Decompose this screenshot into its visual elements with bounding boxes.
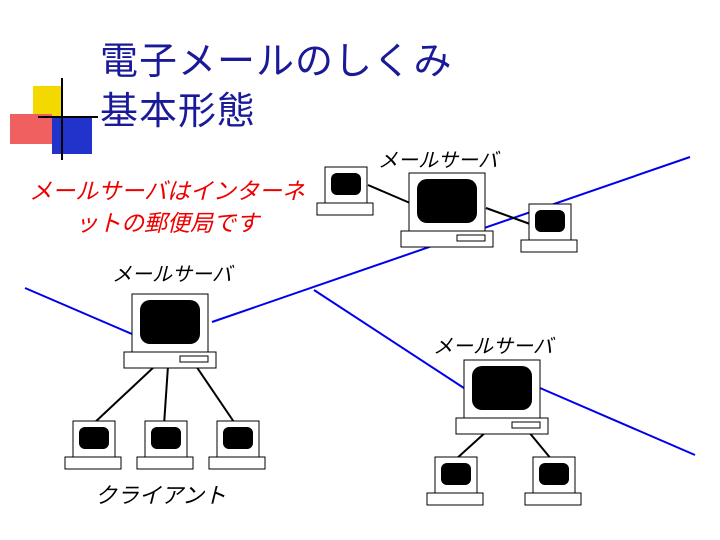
title-line-1: 電子メールのしくみ bbox=[100, 39, 453, 83]
client-label: クライアント bbox=[95, 484, 227, 509]
client-right-1 bbox=[426, 456, 484, 506]
deco-red-block bbox=[10, 114, 52, 144]
title-line-2: 基本形態 bbox=[100, 89, 257, 133]
client-bottom-1 bbox=[64, 420, 122, 470]
client-bottom-2 bbox=[136, 420, 194, 470]
deco-blue-block bbox=[52, 118, 92, 154]
mail-server-left bbox=[123, 293, 217, 369]
server-label-top: メールサーバ bbox=[378, 148, 498, 172]
internet-line-branch bbox=[313, 289, 471, 393]
client-right-2 bbox=[524, 456, 582, 506]
mail-server-right bbox=[455, 359, 549, 435]
server-label-right: メールサーバ bbox=[433, 334, 553, 358]
internet-line-left bbox=[24, 287, 133, 335]
deco-yellow-block bbox=[33, 86, 63, 116]
client-connections bbox=[91, 184, 553, 461]
title-decoration bbox=[10, 78, 98, 160]
client-top-left bbox=[316, 166, 374, 216]
mail-server-top bbox=[400, 172, 494, 248]
client-bottom-3 bbox=[208, 420, 266, 470]
caption-text: メールサーバはインターネットの郵便局です bbox=[29, 179, 305, 237]
slide-title: 電子メールのしくみ 基本形態 bbox=[100, 36, 453, 136]
internet-line-right bbox=[539, 387, 696, 456]
server-label-left: メールサーバ bbox=[112, 262, 232, 286]
client-top-right bbox=[520, 203, 578, 253]
